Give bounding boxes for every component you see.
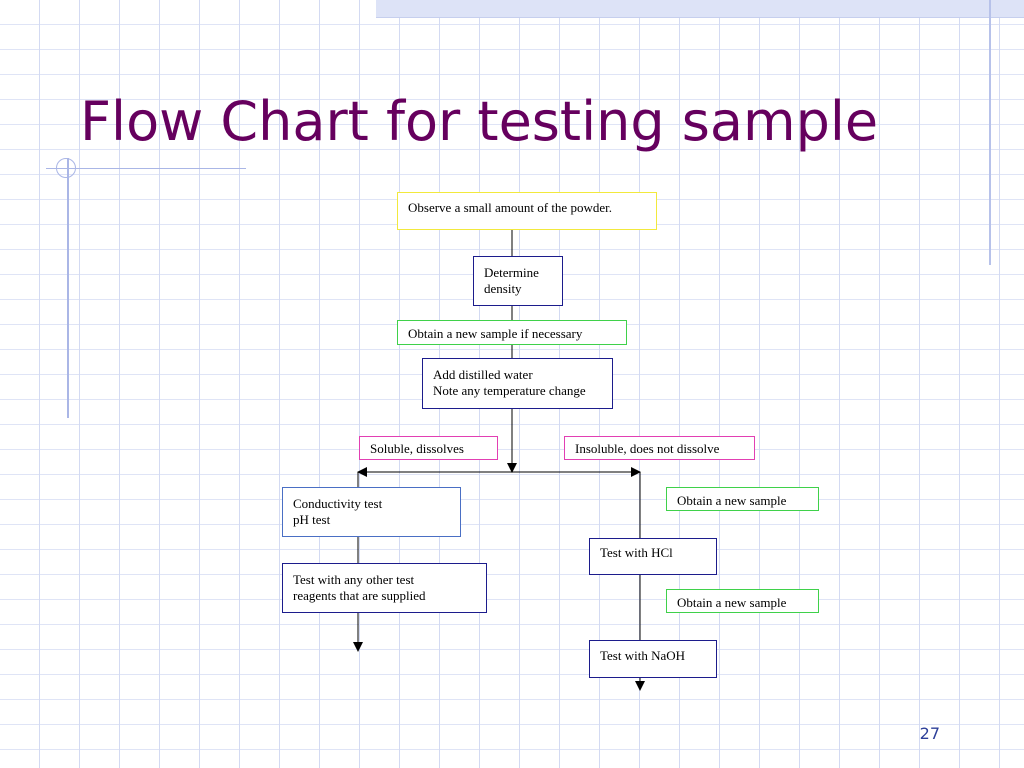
test-naoh-box: Test with NaOH <box>589 640 717 678</box>
determine-density-line-2: density <box>484 281 522 296</box>
top-decoration-band <box>376 0 1024 18</box>
left-decoration-rule <box>67 158 69 418</box>
conductivity-line-2: pH test <box>293 512 331 527</box>
new-sample-if-necessary-text: Obtain a new sample if necessary <box>408 326 583 341</box>
page-number: 27 <box>919 724 940 743</box>
new-sample-text-2: Obtain a new sample <box>677 595 787 610</box>
ring-decoration <box>56 158 76 178</box>
distilled-water-box: Add distilled water Note any temperature… <box>422 358 613 409</box>
soluble-box: Soluble, dissolves <box>359 436 498 460</box>
soluble-text: Soluble, dissolves <box>370 441 464 456</box>
determine-density-box: Determine density <box>473 256 563 306</box>
slide-title: Flow Chart for testing sample <box>80 90 879 153</box>
observe-powder-text: Observe a small amount of the powder. <box>408 200 612 215</box>
insoluble-box: Insoluble, does not dissolve <box>564 436 755 460</box>
distilled-water-line-1: Add distilled water <box>433 367 533 382</box>
distilled-water-line-2: Note any temperature change <box>433 383 586 398</box>
new-sample-box-1: Obtain a new sample <box>666 487 819 511</box>
title-underline <box>46 168 246 169</box>
test-hcl-text: Test with HCl <box>600 545 673 560</box>
other-reagents-box: Test with any other test reagents that a… <box>282 563 487 613</box>
test-hcl-box: Test with HCl <box>589 538 717 575</box>
determine-density-line-1: Determine <box>484 265 539 280</box>
new-sample-box-2: Obtain a new sample <box>666 589 819 613</box>
conductivity-line-1: Conductivity test <box>293 496 383 511</box>
observe-powder-box: Observe a small amount of the powder. <box>397 192 657 230</box>
insoluble-text: Insoluble, does not dissolve <box>575 441 720 456</box>
conductivity-box: Conductivity test pH test <box>282 487 461 537</box>
other-reagents-line-1: Test with any other test <box>293 572 415 587</box>
test-naoh-text: Test with NaOH <box>600 648 686 663</box>
other-reagents-line-2: reagents that are supplied <box>293 588 426 603</box>
right-decoration-rule <box>989 0 991 265</box>
new-sample-text-1: Obtain a new sample <box>677 493 787 508</box>
new-sample-if-necessary-box: Obtain a new sample if necessary <box>397 320 627 345</box>
